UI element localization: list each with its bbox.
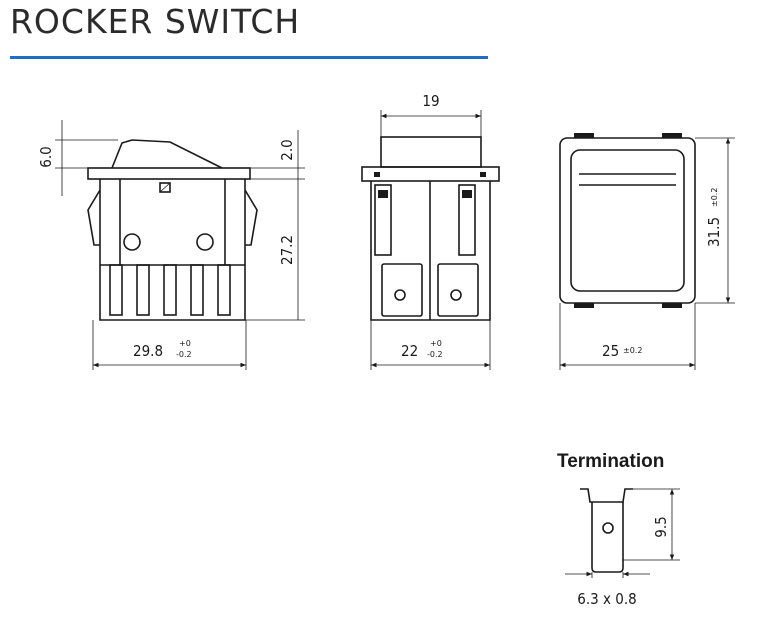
dim-rocker-offset: 2.0 [278,139,296,160]
bezel-inner [570,149,685,292]
front-flange [361,166,500,182]
rivet-left [123,233,141,251]
termination-title: Termination [557,451,664,472]
dim-rocker-height: 6.0 [37,146,55,167]
dim-term-size: 6.3 x 0.8 [577,590,636,608]
dim-side-tol-plus: +0 [179,339,191,348]
dim-top-width: 25 [602,342,619,360]
dim-front-tol-minus: -0.2 [427,350,443,359]
side-view: 6.0 2.0 27.2 29.8 +0 -0.2 [37,120,305,370]
page-title: ROCKER SWITCH [10,2,301,41]
flange [87,167,251,180]
dim-front-tol-plus: +0 [430,339,442,348]
dim-front-top: 19 [422,92,439,110]
dim-body-height: 27.2 [278,235,296,265]
dim-top-height-tol: ±0.2 [710,188,719,207]
body-outline [99,179,246,321]
dim-side-tol-minus: -0.2 [176,350,192,359]
dim-side-width: 29.8 [133,342,163,360]
top-view: 31.5 ±0.2 25 ±0.2 [559,133,735,370]
actuator [380,136,482,168]
dim-front-width: 22 [401,342,418,360]
termination-detail: Termination 9.5 6.3 x 0.8 [557,451,680,608]
rocker-cap [111,139,223,169]
dim-top-height: 31.5 [705,217,723,247]
dim-term-length: 9.5 [652,516,670,537]
bezel-outer [559,137,696,304]
front-view: 19 22 +0 -0.2 [361,92,500,370]
rivet-right [196,233,214,251]
dim-top-width-tol: ±0.2 [623,346,642,355]
title-underline [10,56,488,59]
terminals [109,264,231,316]
